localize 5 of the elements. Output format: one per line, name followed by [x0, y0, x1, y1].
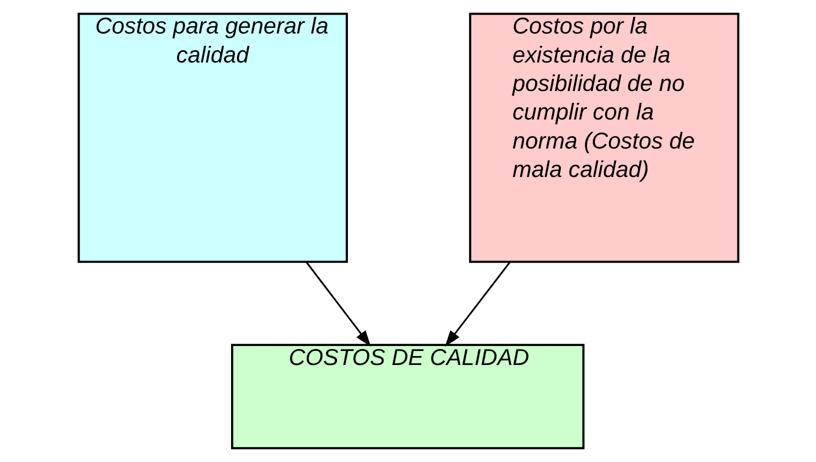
node-box: COSTOS DE CALIDAD [230, 344, 584, 450]
node-box: Costos por la existencia de la posibilidad de no cumplir con la norma (Costos de mala calidad) [468, 12, 739, 263]
arrow [305, 261, 370, 347]
arrow [444, 261, 510, 347]
node-box: Costos para generar la calidad [77, 12, 348, 263]
